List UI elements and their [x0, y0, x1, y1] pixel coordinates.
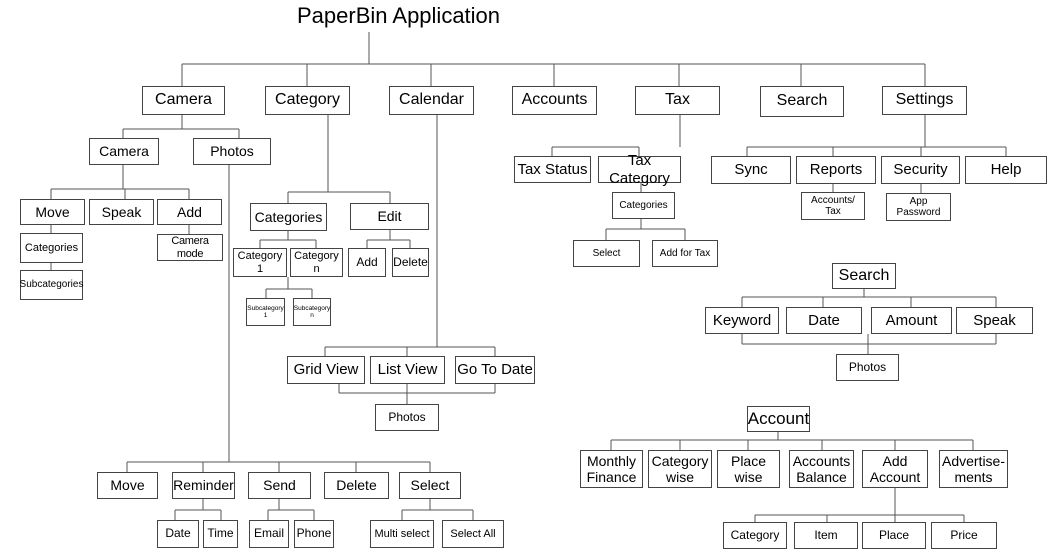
node-tax-add-for-tax: Add for Tax — [652, 240, 718, 267]
node-accounts: Accounts — [512, 86, 597, 115]
node-subcategory-1: Subcategory 1 — [246, 298, 285, 326]
node-search-date: Date — [786, 307, 862, 334]
node-search-speak: Speak — [956, 307, 1033, 334]
node-security-app-password: App Password — [886, 193, 951, 221]
node-photos-send: Send — [248, 472, 311, 499]
node-account-place-wise: Place wise — [717, 450, 780, 488]
node-add-account-category: Category — [723, 522, 787, 549]
diagram-title: PaperBin Application — [297, 3, 501, 28]
node-calendar-list-view: List View — [370, 356, 445, 384]
node-photos-move: Move — [97, 472, 158, 499]
node-account-category-wise: Category wise — [648, 450, 712, 488]
node-add-account-item: Item — [794, 522, 858, 549]
node-settings-help: Help — [965, 156, 1047, 184]
node-tax-select: Select — [573, 240, 640, 267]
node-photos-delete: Delete — [324, 472, 389, 499]
node-add-camera-mode: Camera mode — [157, 234, 223, 261]
node-select-multi: Multi select — [370, 520, 434, 548]
node-photos-reminder: Reminder — [172, 472, 235, 499]
node-tax-status: Tax Status — [514, 156, 591, 183]
node-send-email: Email — [249, 520, 289, 548]
node-account-monthly-finance: Monthly Finance — [580, 450, 643, 488]
node-search-amount: Amount — [871, 307, 952, 334]
node-move-categories: Categories — [20, 233, 83, 263]
node-account-advertisements: Advertise- ments — [939, 450, 1008, 488]
node-tax: Tax — [635, 86, 720, 115]
node-edit-add: Add — [348, 248, 386, 277]
node-settings-reports: Reports — [796, 156, 876, 184]
node-subcategory-n: Subcategory n — [293, 298, 331, 326]
node-search-keyword: Keyword — [705, 307, 779, 334]
node-reports-accounts-tax: Accounts/ Tax — [801, 192, 865, 220]
node-search: Search — [760, 86, 844, 117]
node-category-edit: Edit — [350, 203, 429, 230]
node-camera-move: Move — [20, 199, 85, 225]
node-calendar-go-to-date: Go To Date — [455, 356, 535, 384]
node-tax-category: Tax Category — [598, 152, 681, 187]
node-camera: Camera — [142, 86, 225, 115]
node-select-all: Select All — [442, 520, 504, 548]
node-tax-categories: Categories — [612, 192, 675, 219]
node-settings: Settings — [882, 86, 967, 115]
node-settings-security: Security — [881, 156, 960, 184]
node-camera-photos: Photos — [193, 138, 271, 165]
node-photos-select: Select — [399, 472, 461, 499]
node-add-account-place: Place — [862, 522, 926, 549]
node-edit-delete: Delete — [392, 248, 429, 277]
node-search-photos: Photos — [836, 354, 899, 381]
node-account-detail: Account — [747, 406, 810, 432]
node-category: Category — [265, 86, 350, 115]
node-calendar-photos: Photos — [375, 404, 439, 431]
node-camera-add: Add — [157, 199, 222, 225]
node-camera-speak: Speak — [89, 199, 154, 225]
node-account-accounts-balance: Accounts Balance — [789, 450, 854, 488]
node-reminder-date: Date — [157, 520, 199, 548]
node-search-detail: Search — [832, 263, 896, 289]
node-camera-camera: Camera — [89, 138, 159, 165]
node-calendar: Calendar — [389, 86, 474, 115]
node-reminder-time: Time — [203, 520, 238, 548]
node-category-n: Category n — [290, 248, 343, 277]
node-category-1: Category 1 — [233, 248, 287, 277]
node-move-subcategories: Subcategories — [20, 270, 83, 300]
node-calendar-grid-view: Grid View — [287, 356, 365, 384]
node-settings-sync: Sync — [711, 156, 791, 184]
node-add-account-price: Price — [931, 522, 997, 549]
node-category-categories: Categories — [250, 203, 327, 231]
node-send-phone: Phone — [294, 520, 334, 548]
node-account-add-account: Add Account — [862, 450, 928, 488]
